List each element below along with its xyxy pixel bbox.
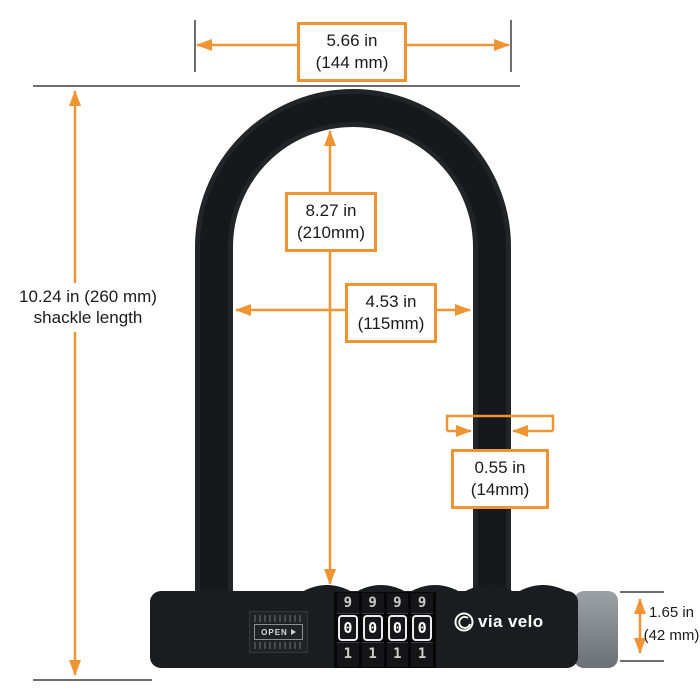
u-lock-shackle [195,89,511,614]
viavelo-logo-icon [454,612,474,632]
dial-4-top-digit[interactable]: 9 [411,593,433,614]
dial-4-current-digit[interactable]: 0 [412,615,432,641]
open-badge: OPEN [254,624,303,640]
open-indicator-plate: OPEN [249,611,308,653]
dial-3-current-digit[interactable]: 0 [387,615,408,641]
label-body-height-value: 1.65 in [648,604,695,621]
label-inner-width: 4.53 in (115mm) [345,283,437,343]
label-inner-height-metric: (210mm) [296,222,365,242]
dial-1-top-digit[interactable]: 9 [337,593,359,614]
dial-1-current-digit[interactable]: 0 [338,615,358,641]
open-arrow-icon [290,629,296,635]
brand-name: via velo [478,612,544,631]
dial-2-current-digit[interactable]: 0 [362,615,383,641]
label-thickness-metric: (14mm) [470,479,530,499]
dial-2-bottom-digit[interactable]: 1 [361,642,384,667]
knurl-texture-bottom [254,642,303,649]
label-shackle-thickness: 0.55 in (14mm) [451,449,549,509]
label-body-height: 1.65 in (42 mm) [643,602,700,647]
dial-3-bottom-digit[interactable]: 1 [386,642,409,667]
combination-dials[interactable]: 9 9 9 9 0 0 0 0 1 1 1 1 [337,593,433,667]
label-thickness-value: 0.55 in [474,458,526,477]
label-inner-height: 8.27 in (210mm) [285,192,377,252]
dial-4-bottom-digit[interactable]: 1 [411,642,433,667]
knurl-texture-top [254,615,303,622]
dial-3-top-digit[interactable]: 9 [386,593,409,614]
arrow-lines [69,39,646,676]
dial-1-bottom-digit[interactable]: 1 [337,642,359,667]
label-shackle-length: 10.24 in (260 mm) shackle length [2,283,174,332]
label-body-height-metric: (42 mm) [643,626,700,644]
lock-body-end-cap [574,591,618,668]
open-label: OPEN [261,627,288,637]
extension-lines [33,20,664,681]
label-inner-width-value: 4.53 in [365,292,417,311]
thickness-bracket [445,414,555,431]
label-top-width-value: 5.66 in [326,31,378,50]
label-shackle-length-caption: shackle length [33,308,143,328]
label-shackle-length-value: 10.24 in (260 mm) [19,287,157,306]
label-inner-height-value: 8.27 in [305,201,357,220]
label-inner-width-metric: (115mm) [357,313,425,333]
label-top-width: 5.66 in (144 mm) [297,22,407,82]
dial-2-top-digit[interactable]: 9 [361,593,384,614]
label-top-width-metric: (144 mm) [315,52,389,72]
